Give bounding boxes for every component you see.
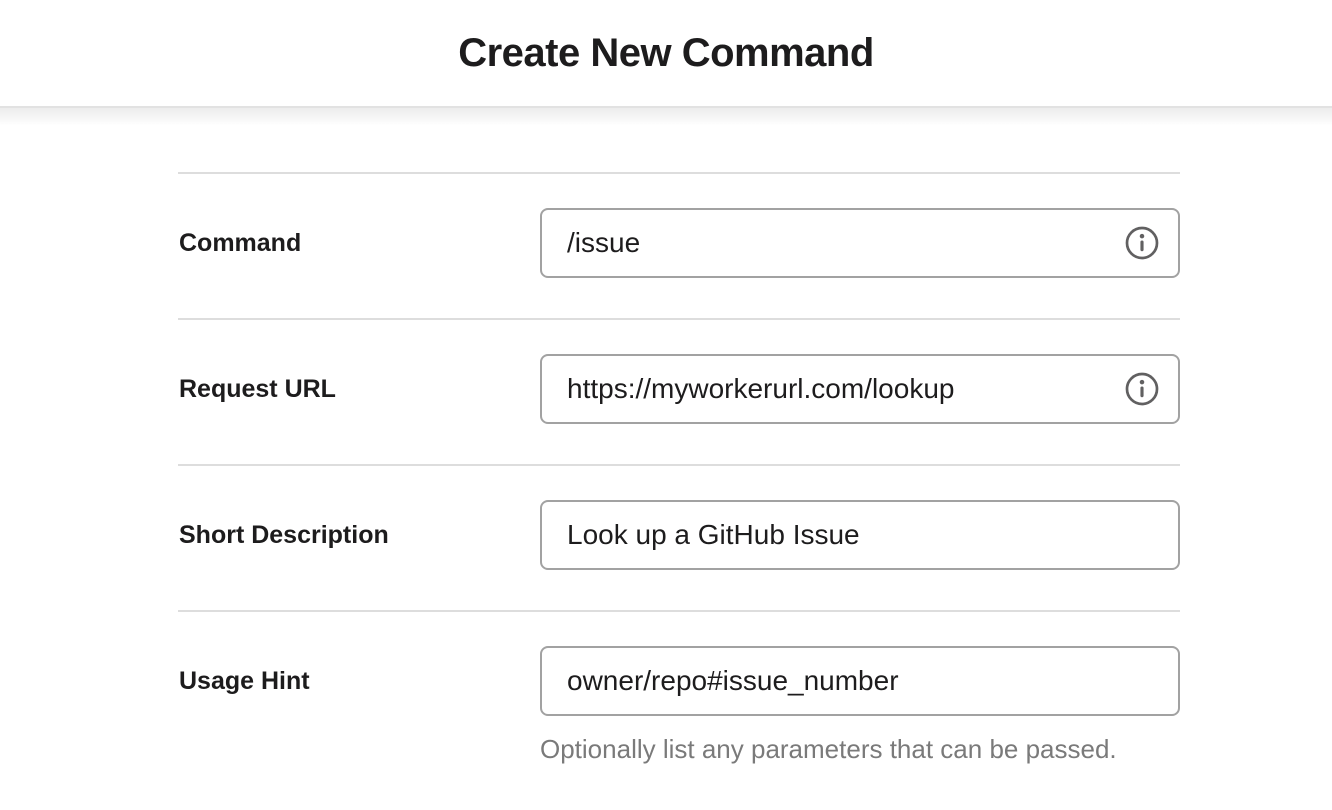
usage-hint-label: Usage Hint [179,666,310,695]
page-header: Create New Command [0,0,1332,108]
usage-hint-input[interactable] [540,646,1180,716]
header-shadow [0,108,1332,126]
form-row-short-description: Short Description [178,464,1180,610]
usage-hint-help-text: Optionally list any parameters that can … [540,734,1117,764]
request-url-label: Request URL [179,374,336,403]
command-input-wrap [540,208,1180,278]
info-icon[interactable] [1124,225,1160,261]
form-row-request-url: Request URL [178,318,1180,464]
request-url-input[interactable] [540,354,1180,424]
short-description-input-wrap [540,500,1180,570]
page-title: Create New Command [458,30,874,75]
usage-hint-input-wrap [540,646,1180,716]
create-command-form: Command Request URL [178,172,1180,805]
form-row-usage-hint: Usage Hint Optionally list any parameter… [178,610,1180,805]
command-input[interactable] [540,208,1180,278]
usage-hint-input-col: Optionally list any parameters that can … [540,646,1180,765]
short-description-input[interactable] [540,500,1180,570]
request-url-input-wrap [540,354,1180,424]
command-label: Command [179,228,302,257]
command-input-col [540,208,1180,278]
short-description-input-col [540,500,1180,570]
request-url-input-col [540,354,1180,424]
form-row-command: Command [178,172,1180,318]
info-icon[interactable] [1124,371,1160,407]
short-description-label: Short Description [179,520,389,549]
